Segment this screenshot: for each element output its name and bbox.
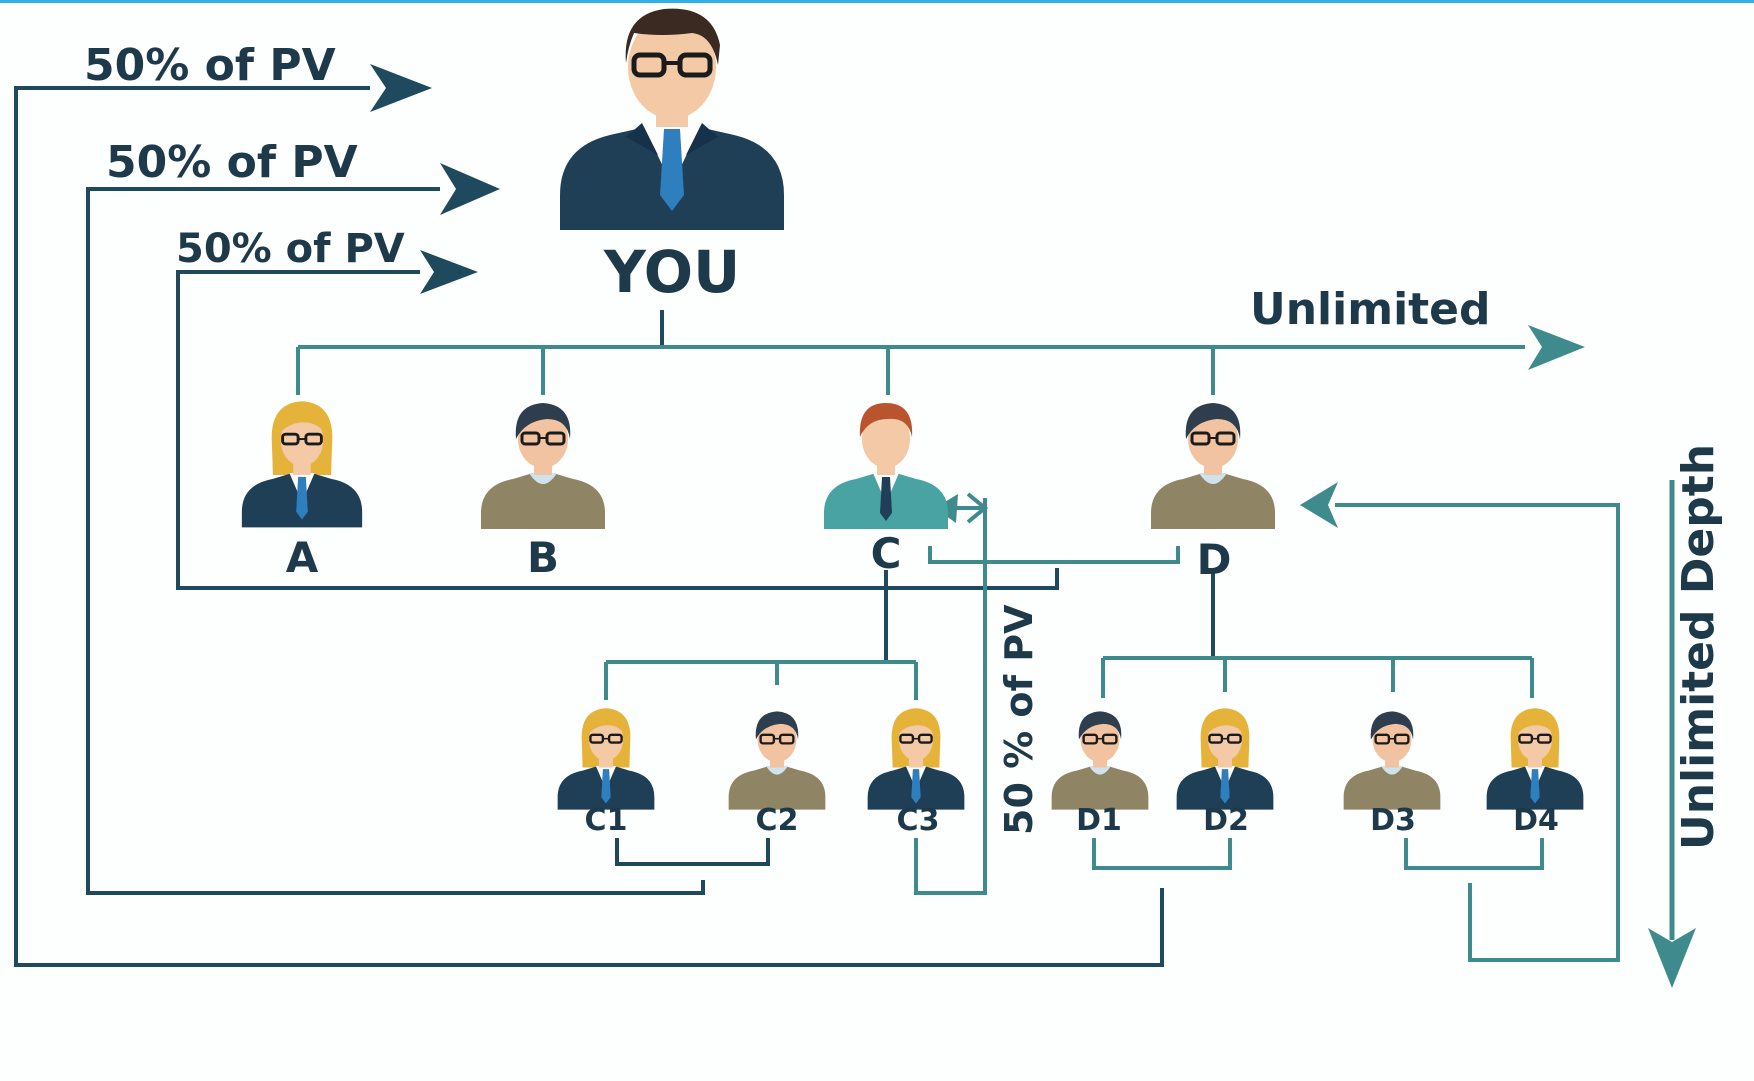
loop-c3-to-c [914, 506, 987, 895]
bracket-d1-d2 [1092, 838, 1232, 870]
node-d2-label: D2 [1203, 803, 1249, 838]
unlimited-arrowhead [1528, 325, 1585, 370]
person-c1 [556, 707, 656, 811]
pv-top-arrowhead [370, 64, 432, 112]
node-d3-label: D3 [1370, 803, 1416, 838]
person-d4 [1485, 707, 1585, 811]
pv-low-arrowhead [420, 250, 478, 294]
unlimited-depth-label: Unlimited Depth [1673, 444, 1724, 850]
node-c3-label: C3 [897, 803, 940, 838]
pv-low-label: 50% of PV [176, 226, 405, 272]
bracket-c1-c2 [615, 838, 770, 866]
person-c3 [866, 707, 966, 811]
loop-pv-mid [86, 187, 705, 895]
top-border [0, 0, 1754, 3]
bracket-d3-d4 [1404, 838, 1544, 870]
person-d [1149, 401, 1277, 531]
person-d3 [1342, 710, 1442, 811]
person-d1 [1050, 710, 1150, 811]
pv-vertical-label: 50 % of PV [997, 604, 1041, 835]
you-label: YOU [603, 238, 740, 306]
node-c-label: C [871, 529, 902, 578]
node-d1-label: D1 [1076, 803, 1122, 838]
person-c [824, 403, 948, 529]
loop-d-arrowhead [1300, 482, 1338, 528]
node-c2-label: C2 [756, 803, 799, 838]
person-a [240, 399, 364, 529]
loop-d-to-d [1335, 503, 1620, 962]
person-b [479, 401, 607, 531]
loop-pv-top [14, 86, 1164, 967]
person-c2 [727, 710, 827, 811]
node-d4-label: D4 [1513, 803, 1559, 838]
unlimited-depth-arrowhead [1648, 928, 1696, 988]
unlimited-label: Unlimited [1250, 284, 1491, 335]
connector-lines [14, 64, 1696, 988]
node-b-label: B [527, 533, 559, 582]
loop-pv-low [176, 270, 1059, 590]
person-d2 [1175, 707, 1275, 811]
person-you [560, 9, 784, 230]
node-c1-label: C1 [585, 803, 628, 838]
pv-top-label: 50% of PV [84, 40, 336, 91]
node-d-label: D [1197, 535, 1232, 584]
pv-mid-arrowhead [440, 163, 500, 215]
node-a-label: A [286, 533, 319, 582]
bracket-c-d [928, 546, 1180, 564]
pv-mid-label: 50% of PV [106, 137, 358, 188]
